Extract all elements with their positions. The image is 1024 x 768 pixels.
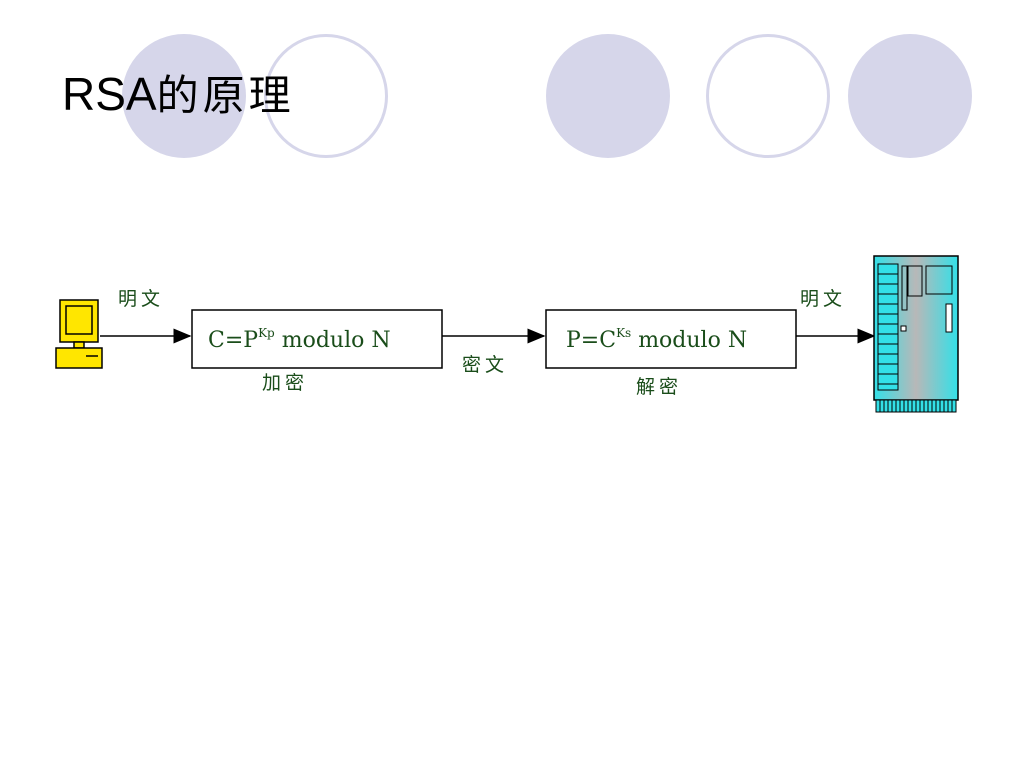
label-plaintext-right: 明文 [800,288,846,310]
decor-circle-filled-1 [122,34,246,158]
decor-circle-filled-3 [848,34,972,158]
label-encrypt: 加密 [262,372,308,394]
encrypt-box [191,309,443,369]
computer-icon [55,299,103,369]
decor-circle-outline-1 [264,34,388,158]
label-decrypt: 解密 [636,376,682,398]
slide-title-cjk: 的原理 [156,71,295,120]
slide-title-latin: RSA [62,68,157,120]
decrypt-box [545,309,797,369]
slide-title: RSA的原理 [62,62,295,123]
label-ciphertext: 密文 [462,354,508,376]
decor-circle-filled-2 [546,34,670,158]
encrypt-formula: C=PKp modulo N [208,326,391,353]
label-plaintext-left: 明文 [118,288,164,310]
server-icon [873,255,959,413]
decor-circle-outline-2 [706,34,830,158]
decrypt-formula: P=CKs modulo N [566,326,747,353]
